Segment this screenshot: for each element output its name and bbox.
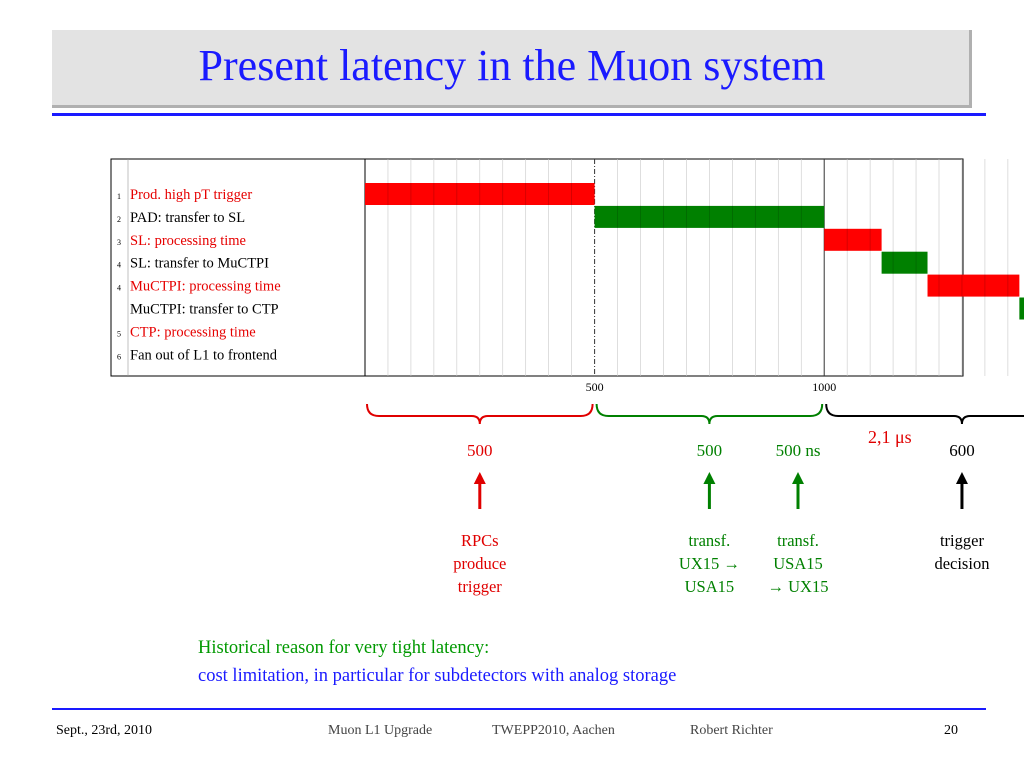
row-number: 4 [117,261,121,270]
footer-date: Sept., 23rd, 2010 [56,723,153,738]
row-label: MuCTPI: processing time [130,279,281,295]
segment-caption-line: RPCs [460,531,499,550]
segment-caption-line: trigger [457,577,502,596]
row-number: 3 [117,238,121,247]
segment-caption-line: transf. [777,531,819,550]
axis-tick-label: 500 [586,380,604,394]
footer-workshop: TWEPP2010, Aachen [492,723,615,738]
bars-layer [365,183,1024,320]
gantt-bar-processing [824,228,882,251]
segment-value: 500 [467,441,493,460]
segment-arrow-head [955,472,968,484]
gantt-bar-transfer [1019,297,1024,320]
row-label: SL: processing time [130,233,246,249]
overlay-layer: 50010001500200025002,1 μs [366,380,1024,509]
segment-caption-line: USA15 [773,554,823,573]
historical-line-1: Historical reason for very tight latency… [198,638,490,658]
segment-caption-line: UX15 → [678,554,740,573]
segment-value: 500 [696,441,723,460]
gantt-bar-transfer [594,205,825,228]
axis-tick-label: 1000 [812,380,836,394]
segment-caption-line: decision [934,554,990,573]
segment-caption: RPCs produce trigger [420,529,540,598]
row-label: PAD: transfer to SL [130,210,245,226]
segment-arrow-head [792,472,804,484]
historical-line-2: cost limitation, in particular for subde… [198,666,677,686]
segment-value: 600 [949,441,975,460]
row-number: 5 [117,329,121,338]
title-box: Present latency in the Muon system [52,30,972,108]
segment-arrow-head [473,472,486,484]
row-number: 1 [117,192,121,201]
row-number: 2 [117,215,121,224]
row-number: 6 [117,352,121,361]
row-label: Prod. high pT trigger [130,187,252,203]
gantt-bar-transfer [881,251,928,274]
historical-note: Historical reason for very tight latency… [198,634,676,690]
footer-author: Robert Richter [690,723,773,738]
footer-page-number: 20 [944,723,958,738]
segment-value: 500 ns [775,441,821,460]
segment-brace [595,403,824,425]
gantt-bar-processing [365,183,595,205]
row-label: SL: transfer to MuCTPI [130,256,269,272]
row-label: MuCTPI: transfer to CTP [130,302,279,318]
footer-project: Muon L1 Upgrade [328,723,433,738]
segment-brace [366,403,594,425]
segment-caption-line: → UX15 [767,577,829,596]
segment-caption-line: produce [453,554,507,573]
footer-rule [52,708,986,710]
slide-title: Present latency in the Muon system [198,41,826,90]
segment-brace [825,403,1024,425]
segment-arrow-head [703,472,716,484]
row-number: 4 [117,284,121,293]
segment-caption: transf. UX15 → USA15 [649,529,769,598]
segment-caption-line: USA15 [684,577,735,596]
title-rule [52,113,986,116]
row-label: CTP: processing time [130,324,256,340]
segment-caption-line: trigger [939,531,984,550]
segment-caption-line: transf. [688,531,731,550]
row-label: Fan out of L1 to frontend [130,347,278,363]
table-frame [110,158,964,377]
segment-caption: trigger decision [902,529,1022,575]
gantt-bar-processing [927,274,1020,297]
segment-caption: transf. USA15 → UX15 [738,529,858,598]
total-latency-label: 2,1 μs [868,427,912,447]
